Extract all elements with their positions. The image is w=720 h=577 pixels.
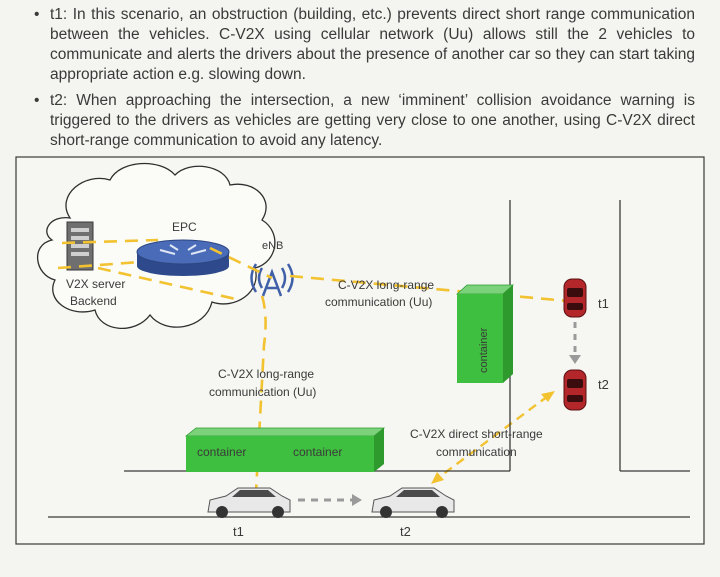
container-vertical [455,284,515,383]
red-car-t1-icon [563,278,587,318]
short-range-link [437,395,549,479]
long-range-down-label-line-2: communication (Uu) [209,385,316,399]
container-horizontal-label-right: container [293,445,342,459]
antenna-icon [250,263,294,297]
bullet-marker: • [34,92,40,109]
white-car-t1-icon [207,487,291,518]
link-enb-car-bottom [254,295,267,493]
white-car-path-arrowhead [352,494,362,506]
server-label-line-1: V2X server [66,277,125,291]
bullet-marker: • [34,6,40,23]
bullet-text: t2: When approaching the intersection, a… [50,92,695,149]
bullet-text: t1: In this scenario, an obstruction (bu… [50,6,695,83]
link-server-epc-lower [57,260,141,270]
container-vertical-label: container [478,327,490,373]
link-server-enb [97,266,241,302]
link-enb-car-t1 [289,274,569,303]
time-label-right-t1: t1 [598,296,609,311]
short-range-arrowhead-up [541,391,555,402]
time-label-bottom-t2: t2 [400,524,411,539]
router-icon [136,239,230,276]
red-car-t2-icon [563,369,587,411]
uu-links [57,238,569,493]
white-car-t2-icon [371,487,455,518]
time-label-bottom-t1: t1 [233,524,244,539]
server-icon [66,221,94,271]
long-range-label-line-2: communication (Uu) [325,295,432,309]
container-horizontal-label-left: container [197,445,246,459]
time-label-right-t2: t2 [598,377,609,392]
container-horizontal [184,427,386,472]
enb-label: eNB [262,240,283,252]
link-epc-enb [209,246,273,280]
link-server-epc-upper [61,238,159,245]
epc-label: EPC [172,220,197,234]
server-label-line-2: Backend [70,294,117,308]
short-range-label-line-1: C-V2X direct short-range [410,427,543,441]
red-car-path-arrowhead [569,355,581,364]
short-range-arrowhead-down [431,472,444,484]
long-range-label-line-1: C-V2X long-range [338,278,434,292]
short-range-label-line-2: communication [436,445,517,459]
long-range-down-label-line-1: C-V2X long-range [218,367,314,381]
